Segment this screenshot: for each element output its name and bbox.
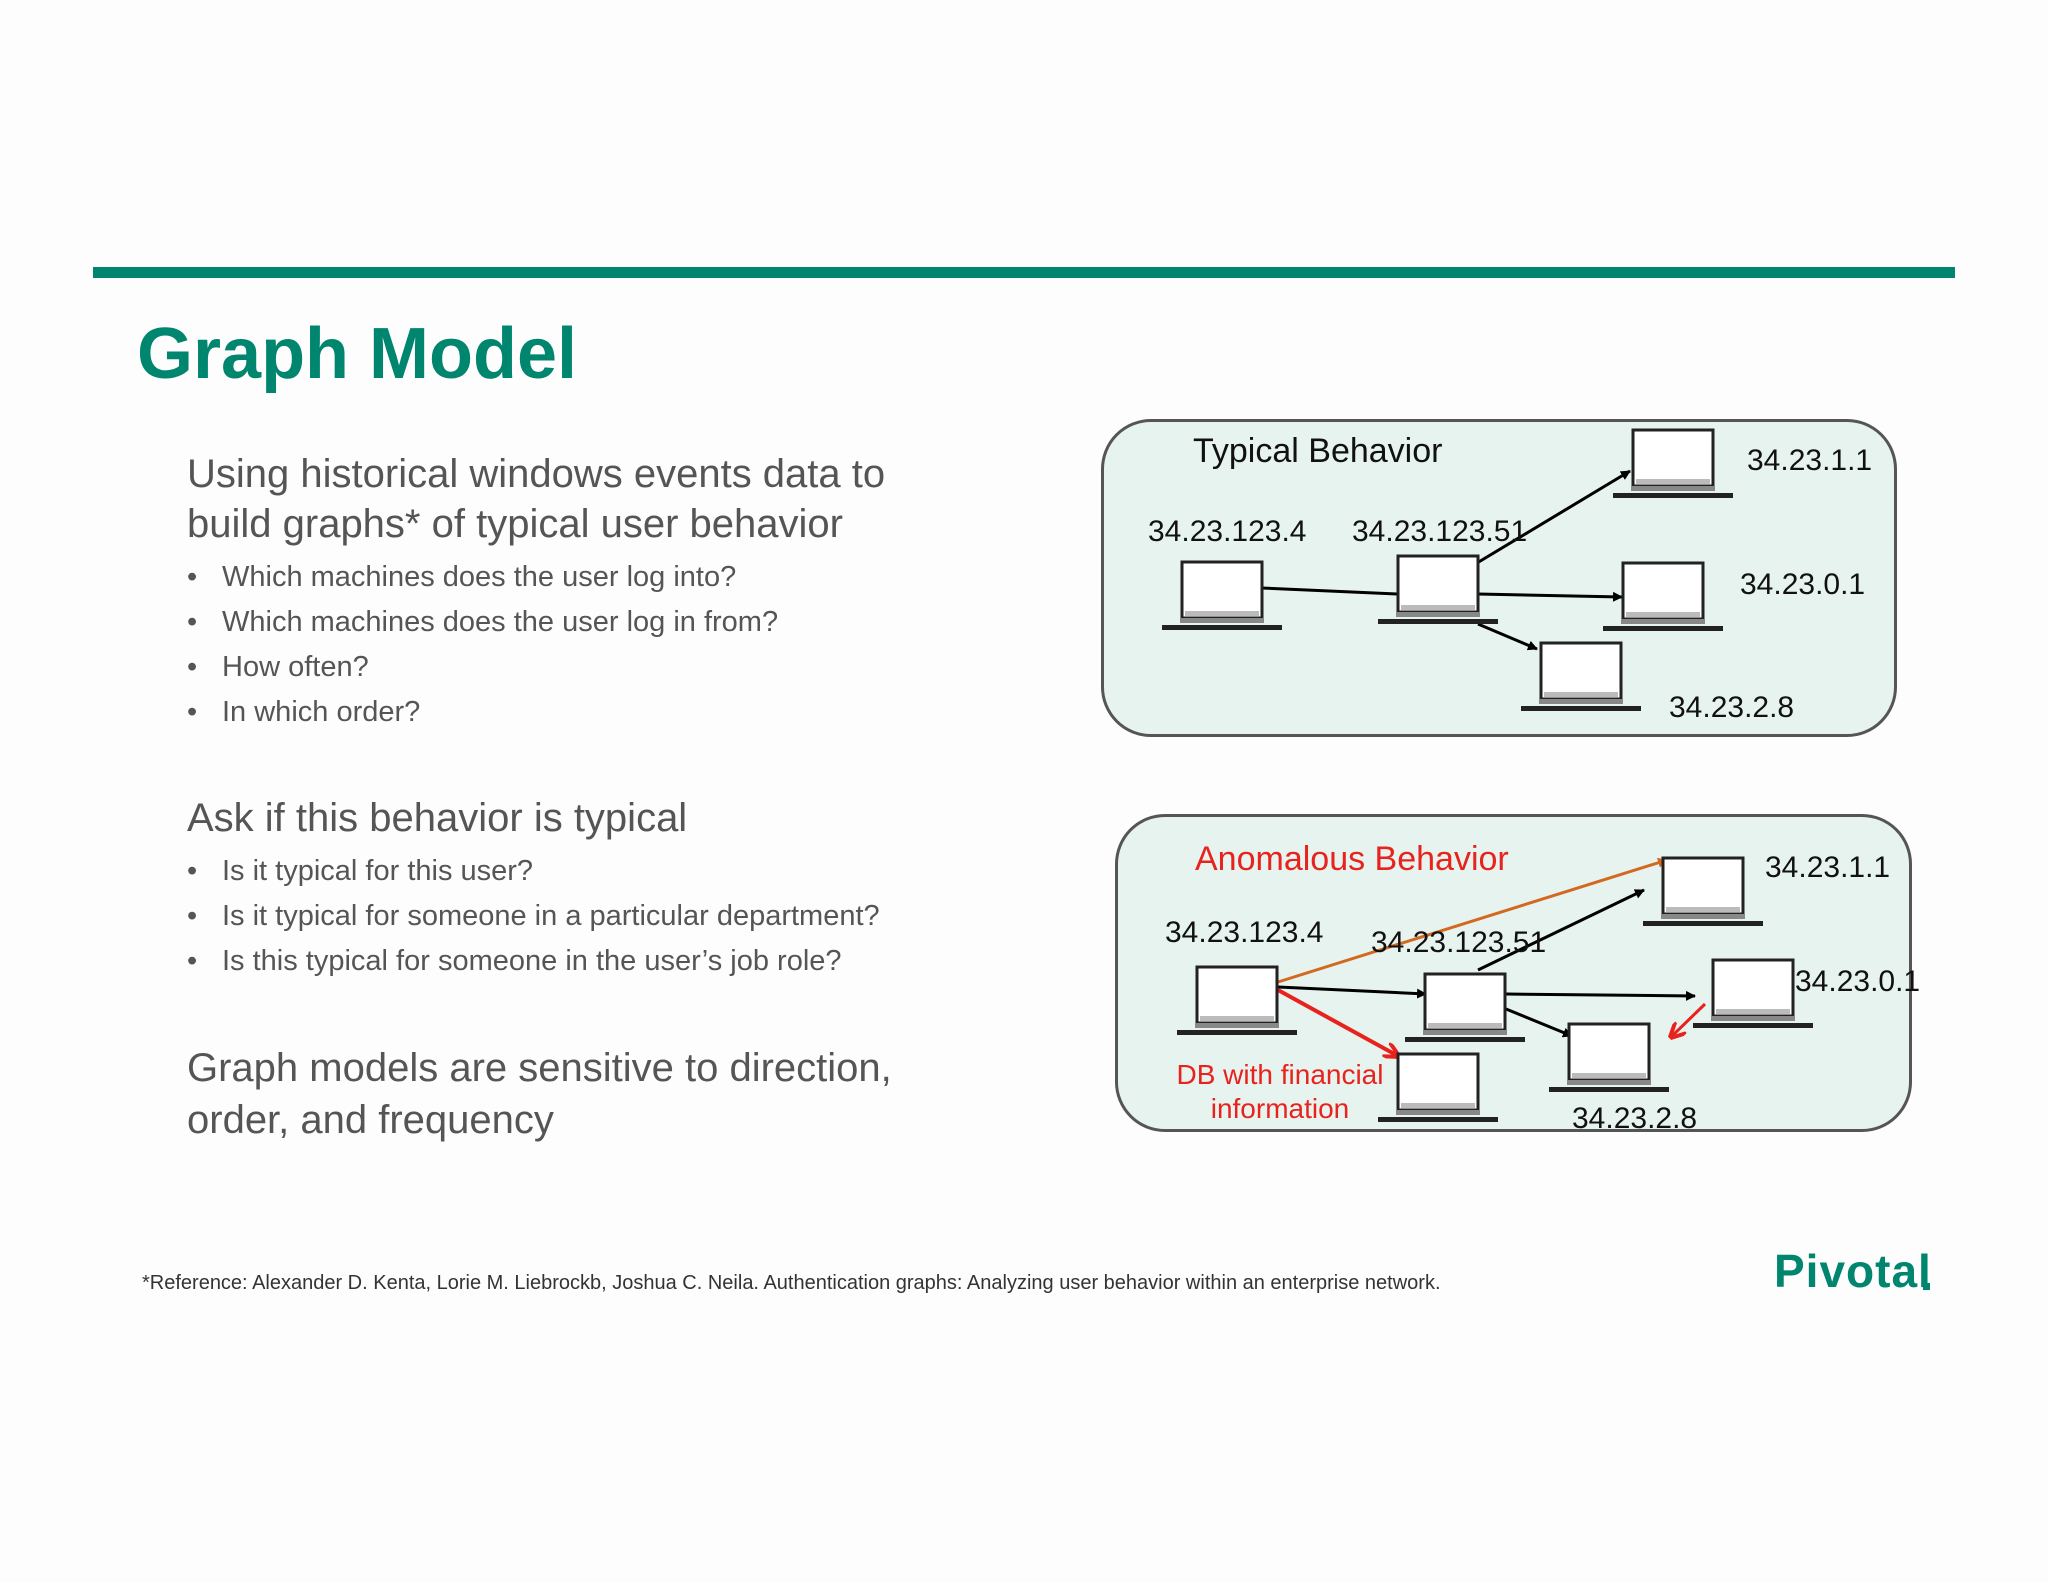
bullet-item: How often? — [187, 645, 885, 690]
db-label: DB with financial information — [1160, 1058, 1400, 1126]
laptop-icon — [1641, 856, 1765, 928]
bullet-list: Which machines does the user log into? W… — [187, 555, 885, 735]
node-label-target3: 34.23.2.8 — [1669, 691, 1795, 724]
pivotal-logo: Pivotal — [1774, 1245, 1932, 1297]
section-heading-line: Graph models are sensitive to direction, — [187, 1046, 892, 1090]
anomalous-panel-title: Anomalous Behavior — [1195, 840, 1509, 878]
section-heading-line: Using historical windows events data to — [187, 452, 886, 496]
slide-title: Graph Model — [137, 314, 578, 394]
node-label-target2: 34.23.0.1 — [1740, 568, 1866, 601]
edge-typical-source-hub — [1261, 586, 1398, 596]
node-label-target3: 34.23.2.8 — [1572, 1102, 1698, 1135]
section-sensitivity: Graph models are sensitive to direction,… — [187, 1042, 892, 1146]
header-rule — [93, 267, 1955, 278]
edge-anomalous-hub-target1 — [1477, 888, 1645, 972]
edge-typical-hub-target2 — [1477, 591, 1623, 602]
edge-anomalous-hub-target2 — [1505, 990, 1696, 1001]
edge-anomalous-source-db — [1277, 988, 1398, 1056]
section-heading: Ask if this behavior is typical — [187, 796, 688, 840]
edge-anomalous-hub-target3 — [1505, 1007, 1573, 1038]
db-label-line: information — [1210, 1093, 1350, 1124]
laptop-icon — [1519, 641, 1643, 713]
laptop-icon — [1376, 554, 1500, 626]
laptop-icon — [1175, 965, 1299, 1037]
bullet-item: Is it typical for this user? — [187, 849, 880, 894]
laptop-icon — [1611, 428, 1735, 500]
edge-typical-hub-target3 — [1477, 622, 1538, 651]
bullet-list: Is it typical for this user? Is it typic… — [187, 849, 880, 984]
bullet-item: Which machines does the user log in from… — [187, 600, 885, 645]
section-heading-line: order, and frequency — [187, 1098, 554, 1142]
bullet-item: Which machines does the user log into? — [187, 555, 885, 600]
section-heading-line: build graphs* of typical user behavior — [187, 502, 843, 546]
bullet-item: Is it typical for someone in a particula… — [187, 894, 880, 939]
db-label-line: DB with financial — [1176, 1059, 1384, 1090]
bullet-item: In which order? — [187, 690, 885, 735]
edge-anomalous-source-hub — [1277, 985, 1427, 999]
node-label-target1: 34.23.1.1 — [1747, 444, 1873, 477]
node-label-hub: 34.23.123.51 — [1352, 515, 1528, 548]
reference-footnote: *Reference: Alexander D. Kenta, Lorie M.… — [142, 1272, 1441, 1294]
typical-panel-title: Typical Behavior — [1193, 432, 1443, 470]
section-ask-typical: Ask if this behavior is typical Is it ty… — [187, 793, 880, 984]
node-label-target1: 34.23.1.1 — [1765, 851, 1891, 884]
bullet-item: Is this typical for someone in the user’… — [187, 939, 880, 984]
node-label-target2: 34.23.0.1 — [1795, 965, 1921, 998]
edge-anomalous-source-target1 — [1277, 857, 1668, 984]
edge-typical-hub-target1 — [1476, 469, 1631, 565]
node-label-hub: 34.23.123.51 — [1371, 926, 1547, 959]
node-label-source: 34.23.123.4 — [1165, 916, 1324, 949]
node-label-source: 34.23.123.4 — [1148, 515, 1307, 548]
section-historical-data: Using historical windows events data to … — [187, 449, 885, 735]
laptop-icon — [1160, 560, 1284, 632]
edge-anomalous-target2-target3 — [1671, 1002, 1707, 1037]
logo-dot — [1923, 1283, 1930, 1290]
